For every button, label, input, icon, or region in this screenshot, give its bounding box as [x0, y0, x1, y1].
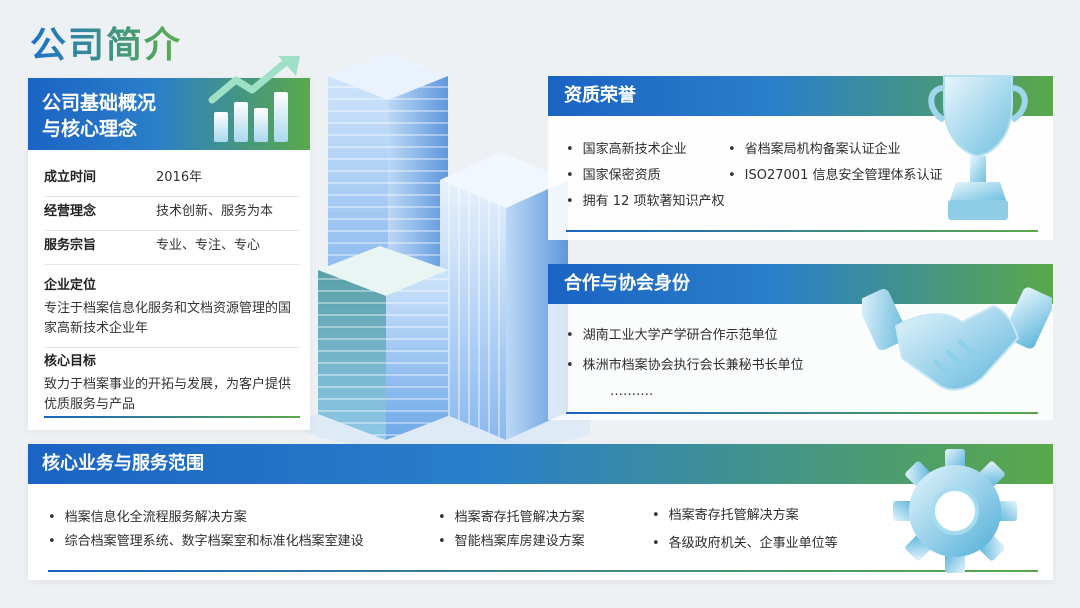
honor-item: ISO27001 信息安全管理体系认证	[728, 164, 943, 183]
page-title: 公司简介	[30, 16, 182, 68]
business-underline	[48, 570, 1038, 572]
goal-block: 核心目标 致力于档案事业的开拓与发展，为客户提供优质服务与产品	[44, 350, 300, 415]
positioning-text: 专注于档案信息化服务和文档资源管理的国家高新技术企业年	[44, 301, 292, 336]
founded-label: 成立时间	[44, 170, 97, 185]
cooperation-item: 株洲市档案协会执行会长兼秘书长单位	[566, 354, 804, 373]
growth-chart-icon	[208, 56, 300, 142]
business-item: 档案寄存托管解决方案	[652, 504, 799, 523]
honor-item: 省档案局机构备案认证企业	[728, 138, 901, 157]
founded-row: 成立时间 2016年	[44, 166, 300, 197]
business-card: 核心业务与服务范围 档案信息化全流程服务解决方案 综合档案管理系统、数字档案室和…	[28, 444, 1053, 580]
business-item: 综合档案管理系统、数字档案室和标准化档案室建设	[48, 530, 364, 549]
founded-value: 2016年	[156, 170, 203, 185]
cooperation-heading: 合作与协会身份	[564, 273, 690, 294]
honor-item: 国家高新技术企业	[566, 138, 687, 157]
cooperation-ellipsis: ……….	[610, 384, 654, 399]
philosophy-value: 技术创新、服务为本	[156, 204, 274, 219]
honors-underline	[566, 230, 1038, 232]
positioning-label: 企业定位	[44, 278, 97, 293]
purpose-label: 服务宗旨	[44, 238, 97, 253]
positioning-block: 企业定位 专注于档案信息化服务和文档资源管理的国家高新技术企业年	[44, 274, 300, 348]
purpose-row: 服务宗旨 专业、专注、专心	[44, 234, 300, 265]
business-heading: 核心业务与服务范围	[42, 453, 204, 474]
honors-heading: 资质荣誉	[564, 85, 636, 106]
business-header: 核心业务与服务范围	[28, 444, 1053, 484]
buildings-illustration	[300, 52, 590, 450]
philosophy-row: 经营理念 技术创新、服务为本	[44, 200, 300, 231]
goal-label: 核心目标	[44, 354, 97, 369]
business-item: 档案信息化全流程服务解决方案	[48, 506, 247, 525]
handshake-icon	[862, 287, 1052, 391]
cooperation-header: 合作与协会身份	[548, 264, 1053, 304]
cooperation-item: 湖南工业大学产学研合作示范单位	[566, 324, 778, 343]
basics-underline	[44, 416, 300, 418]
purpose-value: 专业、专注、专心	[156, 238, 261, 253]
trophy-icon	[928, 75, 1028, 220]
company-basics-card: 公司基础概况 与核心理念 成立时间 2016年 经营理念 技术创新、服务为本 服…	[28, 56, 310, 430]
business-item: 各级政府机关、企事业单位等	[652, 532, 838, 551]
basics-heading-line1: 公司基础概况	[42, 92, 157, 114]
cooperation-underline	[566, 412, 1038, 414]
honor-item: 拥有 12 项软著知识产权	[566, 190, 725, 209]
business-item: 智能档案库房建设方案	[438, 530, 585, 549]
gear-icon	[893, 449, 1017, 573]
philosophy-label: 经营理念	[44, 204, 97, 219]
business-item: 档案寄存托管解决方案	[438, 506, 585, 525]
honor-item: 国家保密资质	[566, 164, 661, 183]
basics-heading-line2: 与核心理念	[42, 118, 138, 140]
goal-text: 致力于档案事业的开拓与发展，为客户提供优质服务与产品	[44, 377, 292, 412]
